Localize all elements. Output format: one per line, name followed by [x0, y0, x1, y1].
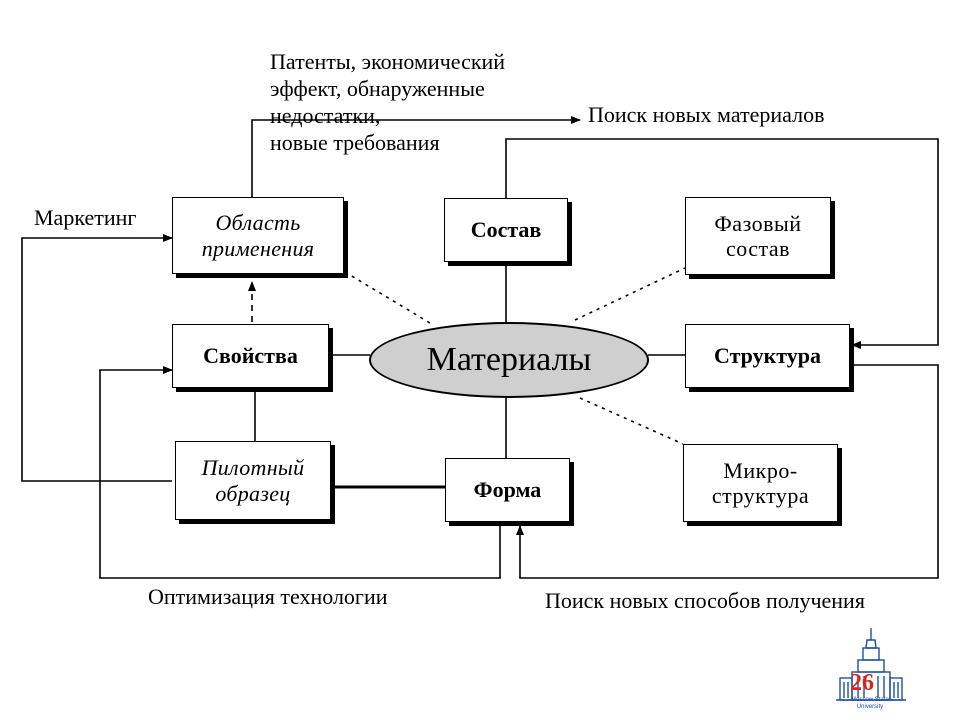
box-fazovy-sostav: Фазовый состав — [685, 197, 831, 275]
mikro-line-1: Микро- — [723, 457, 798, 483]
box-forma: Форма — [445, 458, 570, 522]
pilotny-line-2: образец — [215, 480, 291, 506]
patents-line-1: Патенты, экономический — [270, 49, 506, 74]
svoystva-label: Свойства — [203, 343, 298, 369]
box-mikrostruktura: Микро- структура — [683, 444, 838, 522]
msu-building-icon — [836, 628, 906, 701]
struktura-label: Структура — [713, 343, 822, 369]
optimization-label: Оптимизация технологии — [148, 584, 388, 609]
box-struktura: Структура — [685, 324, 850, 388]
materials-ellipse: Материалы — [369, 322, 649, 398]
search-materials-label: Поиск новых материалов — [588, 102, 825, 127]
box-svoystva: Свойства — [172, 324, 329, 388]
msu-caption: Moscow State University — [838, 697, 902, 711]
patents-line-2: эффект, обнаруженные — [270, 76, 485, 101]
fazovy-line-1: Фазовый — [714, 210, 802, 236]
patents-arrow — [251, 116, 581, 198]
forma-label: Форма — [473, 477, 542, 503]
patents-line-3: недостатки, — [270, 103, 381, 128]
patents-line-4: новые требования — [270, 130, 440, 155]
box-oblast-primeneniya: Область применения — [172, 197, 344, 274]
box-pilotny-obrazec: Пилотный образец — [175, 441, 331, 520]
sostav-label: Состав — [470, 217, 542, 243]
patents-note: Патенты, экономический эффект, обнаружен… — [270, 48, 505, 156]
material-mikro-dotted — [579, 397, 684, 445]
search-methods-label: Поиск новых способов получения — [545, 588, 865, 613]
slide-number: 26 — [850, 670, 874, 696]
msu-caption-line-2: University — [856, 704, 884, 710]
materials-label: Материалы — [426, 341, 592, 378]
material-oblast-dotted — [344, 271, 431, 324]
box-sostav: Состав — [444, 198, 568, 262]
optimization-arrow — [99, 366, 501, 579]
fazovy-line-2: состав — [725, 236, 791, 261]
search-materials-arrow — [505, 138, 939, 349]
marketing-arrow — [21, 234, 173, 482]
search-methods-arrow — [516, 364, 939, 579]
pilotny-line-1: Пилотный — [201, 455, 305, 481]
oblast-line-2: применения — [201, 235, 315, 261]
oblast-line-1: Область — [215, 210, 301, 236]
mikro-line-2: структура — [711, 483, 810, 508]
material-fazovy-dotted — [574, 267, 686, 321]
msu-caption-line-1: Moscow State — [851, 697, 889, 703]
marketing-label: Маркетинг — [34, 205, 137, 230]
